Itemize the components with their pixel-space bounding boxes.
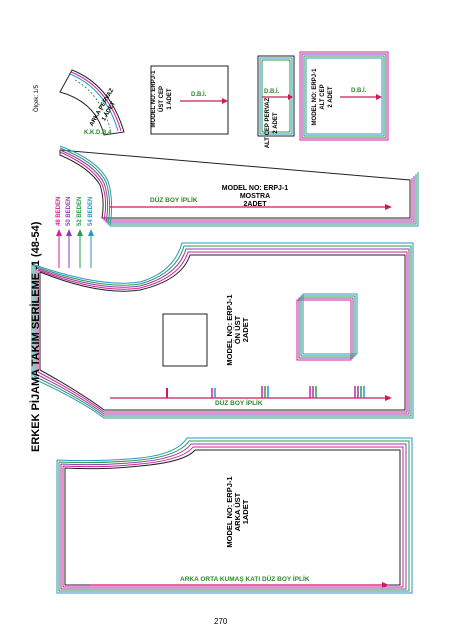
legend-52: 52 BEDEN bbox=[77, 196, 83, 226]
size-legend-arrows bbox=[56, 229, 94, 268]
on-ust-grain: DÜZ BOY İPLİK bbox=[215, 400, 263, 407]
ust-cep-piece bbox=[150, 65, 229, 135]
alt-cep-pervaz-piece bbox=[257, 55, 295, 137]
ust-cep-label: MODEL NO: ERPJ-1 ÜST CEP 1 ADET bbox=[151, 70, 173, 128]
scale-label: Ölçek: 1/5 bbox=[34, 84, 40, 112]
on-ust-piece bbox=[31, 242, 414, 419]
arka-ust-grain: ARKA ORTA KUMAŞ KATI DÜZ BOY İPLİK bbox=[180, 576, 310, 583]
arka-pervaz-fold: K.K.D.B.4 bbox=[84, 130, 112, 136]
page-number: 270 bbox=[214, 617, 228, 626]
alt-cep-pervaz-grain: D.B.İ. bbox=[264, 89, 280, 95]
arka-ust-piece bbox=[56, 437, 413, 594]
alt-cep-piece bbox=[299, 51, 389, 141]
ust-cep-grain: D.B.İ. bbox=[191, 92, 207, 98]
legend-48: 48 BEDEN bbox=[56, 196, 62, 226]
mostra-grain: DÜZ BOY İPLİK bbox=[150, 197, 198, 204]
legend-50: 50 BEDEN bbox=[66, 196, 72, 226]
mostra-piece bbox=[59, 145, 419, 227]
mostra-label: MODEL NO: ERPJ-1 MOSTRA 2ADET bbox=[221, 185, 289, 208]
alt-cep-grain: D.B.İ. bbox=[351, 88, 367, 94]
alt-cep-pervaz-label: ALT CEP PERVAZ 2 ADET bbox=[265, 97, 279, 149]
arka-pervaz-piece bbox=[59, 69, 125, 136]
legend-54: 54 BEDEN bbox=[88, 196, 94, 226]
alt-cep-label: MODEL NO: ERPJ-1 ALT CEP 2 ADET bbox=[312, 68, 334, 126]
on-ust-label: MODEL NO: ERPJ-1 ÖN ÜST 2ADET bbox=[225, 294, 250, 366]
page-title: ERKEK PİJAMA TAKIM SERİLEME -1 (48-54) bbox=[30, 221, 42, 452]
arka-ust-label: MODEL NO: ERPJ-1 ARKA ÜST 1ADET bbox=[225, 476, 250, 548]
